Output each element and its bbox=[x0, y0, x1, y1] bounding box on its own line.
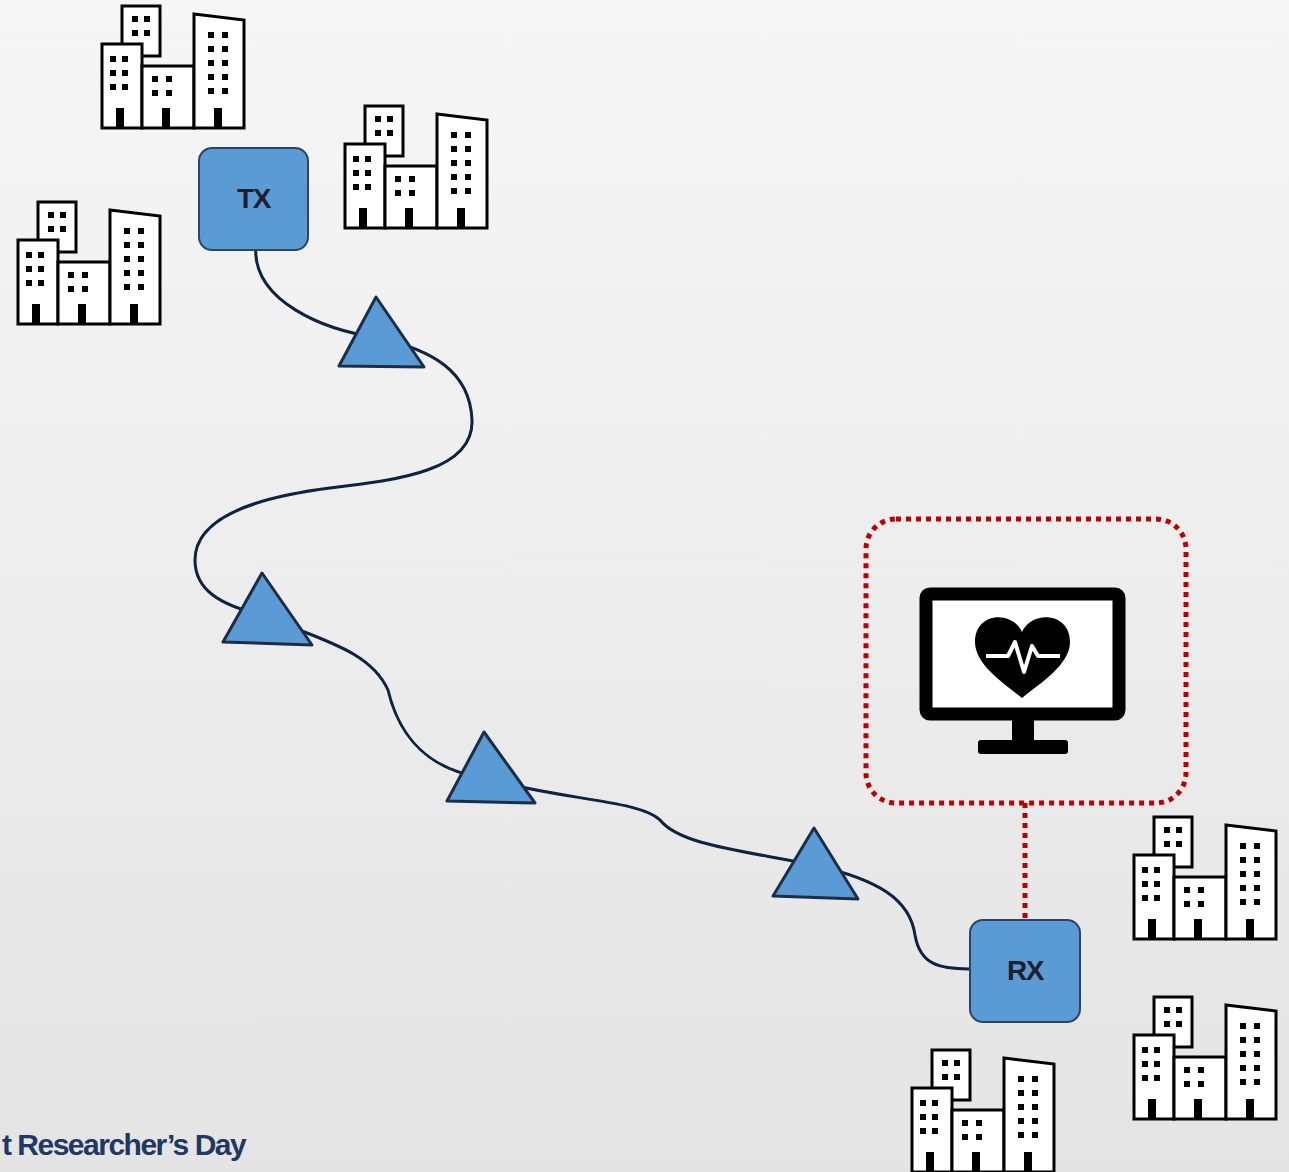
node-label: RX bbox=[1007, 955, 1043, 987]
monitor-frame bbox=[866, 519, 1186, 803]
footer-text: t Researcher’s Day bbox=[2, 1128, 245, 1162]
terminal-box: RX bbox=[969, 919, 1081, 1023]
monitor-icon bbox=[926, 594, 1119, 754]
amplifier-symbol bbox=[223, 573, 312, 645]
amplifier-symbol bbox=[773, 828, 858, 899]
node-label: TX bbox=[237, 183, 270, 215]
amplifier-symbol bbox=[447, 732, 535, 803]
building-icon bbox=[1134, 817, 1276, 939]
fiber-link bbox=[195, 251, 969, 969]
monitor-link bbox=[1023, 803, 1028, 920]
building-icon bbox=[18, 202, 160, 324]
building-icon bbox=[1134, 997, 1276, 1119]
building-icon bbox=[912, 1050, 1054, 1172]
amplifier-symbol bbox=[339, 297, 424, 367]
building-icon bbox=[345, 106, 487, 228]
building-icon bbox=[102, 6, 244, 128]
terminal-box: TX bbox=[198, 147, 309, 251]
